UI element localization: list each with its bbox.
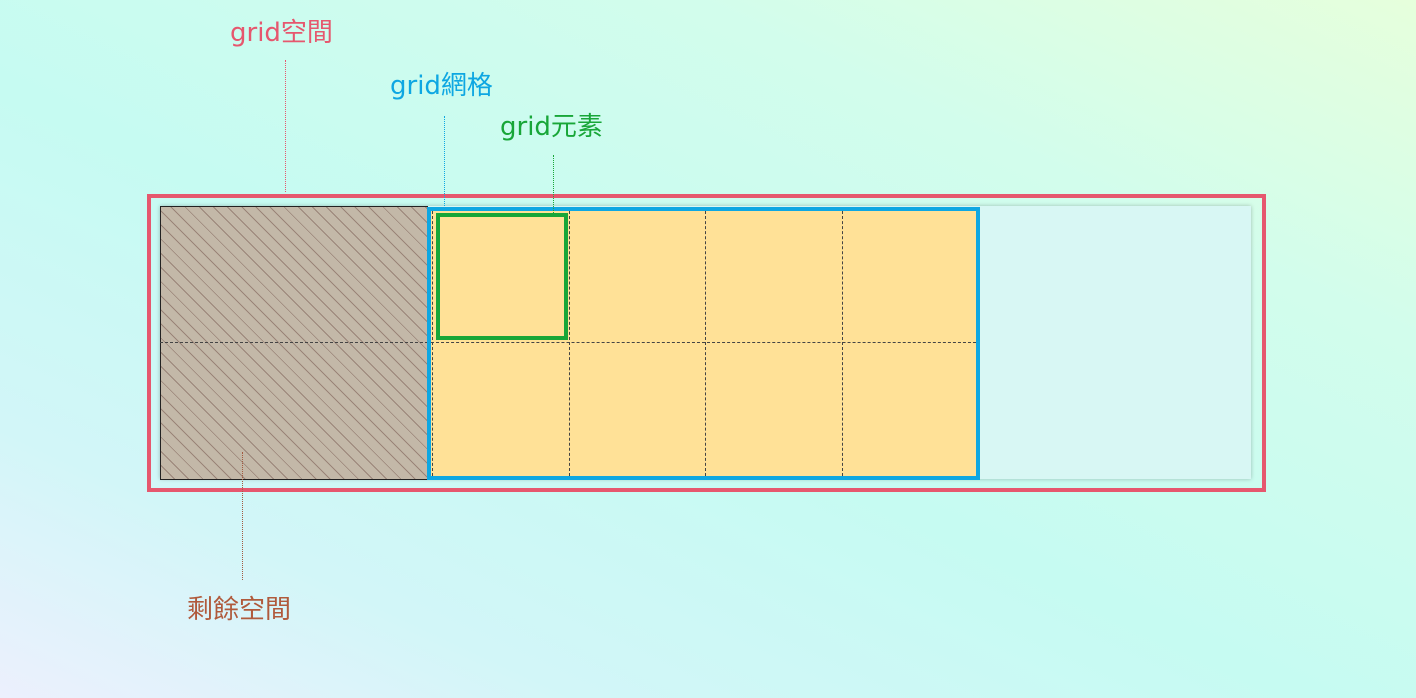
remaining-row-divider [160,342,428,343]
remaining-space-leader-line [242,452,243,580]
grid-space-outline [147,194,1266,492]
grid-column-line-3 [705,211,706,476]
grid-column-line-4 [842,211,843,476]
remaining-space-label: 剩餘空間 [187,595,292,625]
grid-row-line [431,342,976,343]
grid-column-line-1 [432,211,433,476]
grid-space-leader-line [285,60,286,192]
grid-item-label: grid元素 [500,112,603,142]
grid-item-box [436,213,568,340]
grid-item-leader-line [553,155,554,215]
grid-net-label: grid網格 [390,71,493,101]
grid-net-leader-line [444,116,445,208]
grid-area [427,207,980,480]
remaining-space-area [160,206,428,480]
grid-space-label: grid空間 [230,18,333,48]
grid-column-line-2 [569,211,570,476]
